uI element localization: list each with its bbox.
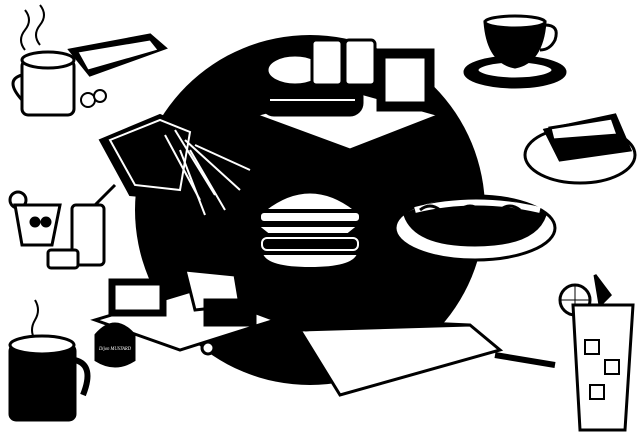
burger (255, 191, 361, 270)
sandwich-and-beer (250, 38, 445, 152)
cheese-board-with-mustard: Dijon MUSTARD (90, 268, 280, 368)
coffee-mug (8, 299, 91, 422)
iced-drink (558, 274, 635, 432)
cocktails (8, 183, 117, 270)
mustard-label: Dijon MUSTARD (98, 346, 131, 352)
coffee-mug-with-book (11, 4, 168, 117)
pizza-slice-on-peel (297, 321, 556, 397)
pie-slice (523, 113, 637, 185)
hot-dog (393, 194, 557, 262)
teacup-on-saucer (463, 14, 567, 89)
french-fries (98, 113, 251, 216)
